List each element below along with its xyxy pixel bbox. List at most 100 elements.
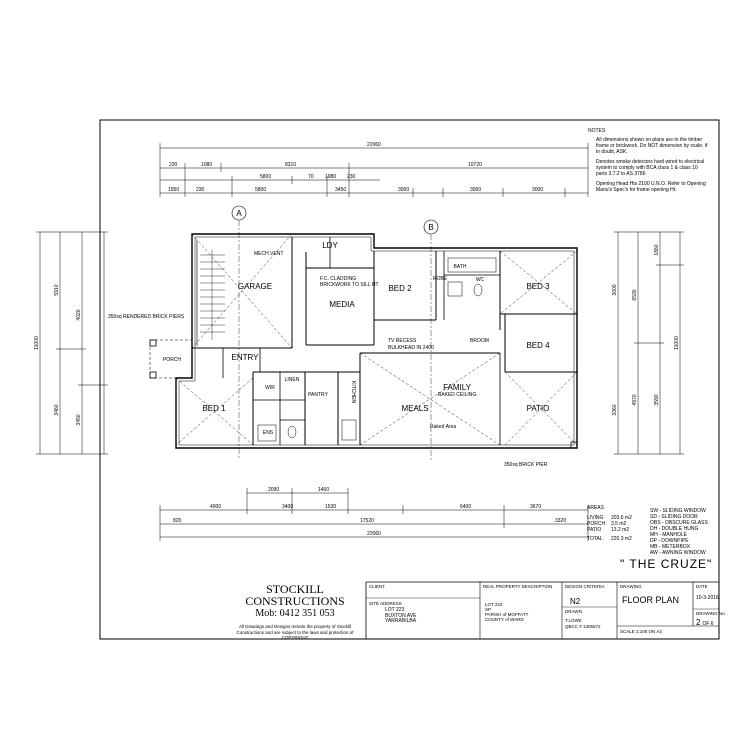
dim-top-2a: 230 bbox=[169, 162, 178, 168]
dim-top-3a: 5800 bbox=[260, 174, 271, 180]
dim-bottom-3c: 17520 bbox=[360, 518, 374, 524]
dim-left-d: 3460 bbox=[54, 404, 60, 415]
dim-top-2b: 1080 bbox=[201, 162, 212, 168]
dim-right-b: 3000 bbox=[612, 284, 618, 295]
company-copyright: All Drawings and Designs remain the prop… bbox=[236, 624, 354, 640]
label-broom: BROOM bbox=[470, 338, 489, 344]
design-criteria: N2 bbox=[570, 597, 581, 606]
note-1: All dimensions shown on plans are to the… bbox=[596, 137, 708, 155]
dim-top-4f: 3000 bbox=[398, 187, 409, 193]
legend-item: OBS - OBSCURE GLASS bbox=[650, 520, 708, 526]
dim-top-3d: 230 bbox=[347, 174, 356, 180]
roof-lines bbox=[175, 233, 578, 446]
label-mech-vent: MECH VENT bbox=[254, 251, 283, 257]
dim-right-f: 4970 bbox=[632, 394, 638, 405]
room-ldy: LDY bbox=[322, 241, 338, 250]
room-linen: LINEN bbox=[285, 377, 300, 383]
dim-top-3c: 1980 bbox=[325, 174, 336, 180]
real-property-line: SP bbox=[485, 607, 492, 612]
room-family-sub: RAKED CEILING bbox=[438, 392, 477, 398]
dim-bottom-1b: 2090 bbox=[268, 487, 279, 493]
dim-left-b: 5910 bbox=[54, 284, 60, 295]
room-patio: PATIO bbox=[527, 404, 550, 413]
legend-block: SW - SLIDING WINDOW SD - SLIDING DOOR OB… bbox=[650, 508, 718, 556]
room-bath: BATH bbox=[454, 264, 467, 270]
title-block-lines bbox=[365, 581, 719, 639]
room-kitchen: KITCHEN bbox=[350, 381, 356, 403]
room-bed3: BED 3 bbox=[526, 282, 550, 291]
dim-bottom-3b: 820 bbox=[173, 518, 182, 524]
scale: SCALE 1:100 ON A3 bbox=[620, 629, 662, 634]
drawing-label: DRAWING bbox=[620, 584, 642, 589]
real-property-line: LOT 223 bbox=[485, 602, 503, 607]
company-block: STOCKILL CONSTRUCTIONS Mob: 0412 351 053… bbox=[225, 583, 365, 641]
garage-hatch bbox=[200, 250, 225, 340]
area-name: LIVING bbox=[587, 515, 604, 521]
drawn: T.LOWE QBCC # 1305672 bbox=[565, 618, 601, 629]
site-address-label: SITE ADDRESS bbox=[369, 601, 402, 606]
grid-b-label: B bbox=[428, 223, 433, 232]
date-label: DATE bbox=[696, 584, 708, 589]
drawn-line: T.LOWE bbox=[565, 618, 582, 623]
room-wir: WIR bbox=[265, 385, 275, 391]
drawing-no-label: DRAWING No. bbox=[696, 611, 726, 616]
grid-markers bbox=[231, 205, 439, 460]
project-name: " THE CRUZE" bbox=[620, 557, 713, 571]
dim-right-e: 3360 bbox=[612, 404, 618, 415]
site-address-line: BUXTON AVE bbox=[385, 612, 417, 619]
dim-left-a: 11000 bbox=[34, 336, 40, 350]
legend-item: DH - DOUBLE HUNG bbox=[650, 526, 699, 532]
dim-top-2c: 8310 bbox=[285, 162, 296, 168]
room-porch: PORCH bbox=[163, 357, 181, 363]
dim-right-g: 3590 bbox=[654, 394, 660, 405]
dim-bottom-2e: 1530 bbox=[325, 504, 336, 510]
dim-bottom-2f: 6400 bbox=[460, 504, 471, 510]
bottom-dimensions bbox=[159, 488, 589, 541]
room-bed1: BED 1 bbox=[202, 404, 226, 413]
label-fc-cladding: F.C. CLADDING bbox=[320, 276, 356, 282]
drawn-line: QBCC # 1305672 bbox=[565, 623, 601, 629]
real-property-label: REAL PROPERTY DESCRIPTION bbox=[483, 584, 553, 589]
legend-item: MB - METERBOX bbox=[650, 544, 691, 550]
right-dimensions bbox=[614, 231, 684, 455]
legend-item: SW - SLIDING WINDOW bbox=[650, 508, 706, 514]
legend-item: MH - MANHOLE bbox=[650, 532, 687, 538]
bath-fixtures bbox=[257, 257, 497, 442]
company-mobile: Mob: 0412 351 053 bbox=[255, 608, 335, 619]
dim-bottom-2g: 3670 bbox=[530, 504, 541, 510]
area-value: 13.2 m2 bbox=[611, 527, 630, 533]
room-bed4: BED 4 bbox=[526, 341, 550, 350]
room-media: MEDIA bbox=[329, 300, 355, 309]
dim-right-c: 6530 bbox=[632, 289, 638, 300]
room-bed2: BED 2 bbox=[388, 284, 412, 293]
room-family: FAMILY bbox=[443, 383, 472, 392]
room-garage: GARAGE bbox=[238, 282, 272, 291]
dim-right-d: 11000 bbox=[674, 336, 680, 350]
areas-heading: AREAS bbox=[587, 505, 604, 511]
dim-bottom-3d: 3320 bbox=[555, 518, 566, 524]
real-property-line: PARISH of MOFFATT bbox=[485, 612, 529, 617]
client-label: CLIENT bbox=[369, 584, 386, 589]
dim-top-4b: 230 bbox=[196, 187, 205, 193]
left-dimensions bbox=[36, 231, 108, 455]
site-address-line: YARRABILBA bbox=[385, 618, 417, 624]
dim-top-4c: 5800 bbox=[255, 187, 266, 193]
company-name-line2: CONSTRUCTIONS bbox=[245, 594, 345, 608]
legend-item: DP - DOWNPIPE bbox=[650, 538, 689, 544]
legend-item: SD - SLIDING DOOR bbox=[650, 514, 698, 520]
dim-top-3b: 70 bbox=[308, 174, 314, 180]
company-name-line1: STOCKILL bbox=[266, 582, 324, 596]
label-rendered-piers: 350sq RENDERED BRICK PIERS bbox=[108, 314, 185, 320]
dim-overall-bottom: 22060 bbox=[367, 531, 381, 537]
dim-bottom-2b: 4000 bbox=[210, 504, 221, 510]
drawing-of: OF 6 bbox=[702, 621, 714, 627]
area-value: 220.3 m2 bbox=[611, 536, 632, 542]
room-entry: ENTRY bbox=[232, 353, 260, 362]
design-criteria-label: DESIGN CRITERIA bbox=[565, 584, 605, 589]
